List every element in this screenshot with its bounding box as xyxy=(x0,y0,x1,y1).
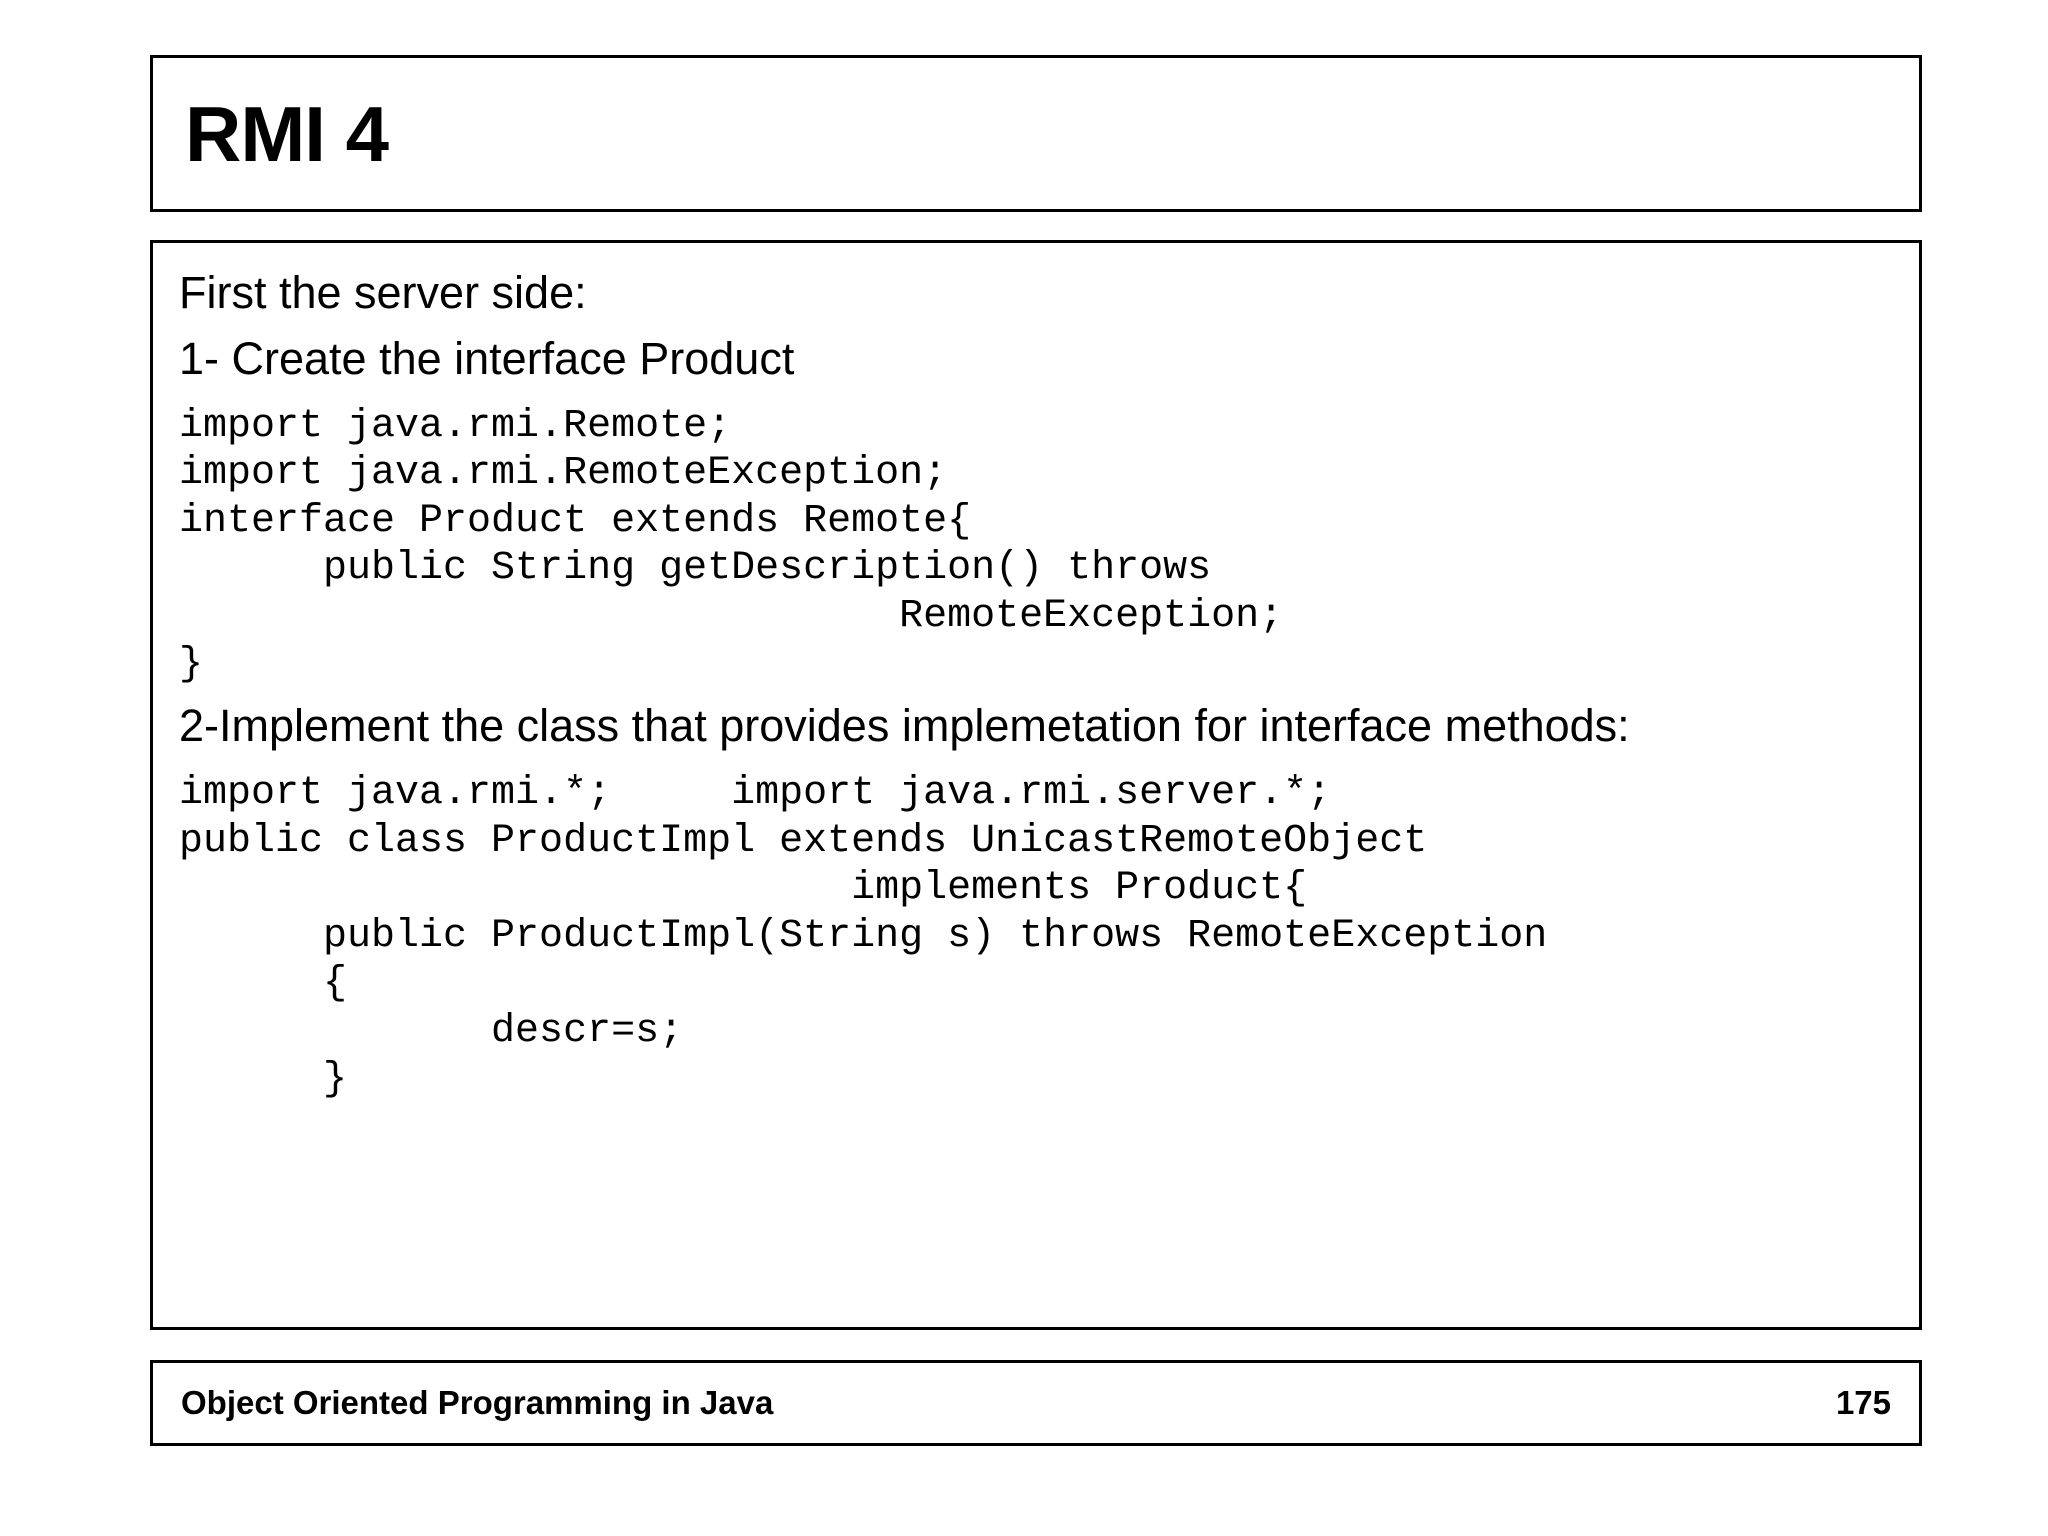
slide-title-box: RMI 4 xyxy=(150,55,1922,212)
step-2-heading: 2-Implement the class that provides impl… xyxy=(179,700,1630,752)
code-line-constructor-signature: public ProductImpl(String s) throws Remo… xyxy=(179,913,1548,959)
footer-course-title: Object Oriented Programming in Java xyxy=(181,1384,774,1421)
code-line-interface-close-brace: } xyxy=(179,641,204,687)
code-line-import-remote: import java.rmi.Remote; xyxy=(179,403,732,449)
code-line-import-remoteexception: import java.rmi.RemoteException; xyxy=(179,451,948,497)
code-line-class-productimpl: public class ProductImpl extends Unicast… xyxy=(179,818,1428,864)
code-line-remoteexception-cont: RemoteException; xyxy=(179,593,1284,639)
spacer xyxy=(179,688,1893,698)
slide-footer-box: Object Oriented Programming in Java 175 xyxy=(150,1360,1922,1446)
code-line-getdescription: public String getDescription() throws xyxy=(179,546,1212,592)
code-line-constructor-close-brace: } xyxy=(179,1056,348,1102)
page-title: RMI 4 xyxy=(185,89,389,178)
code-line-descr-assign: descr=s; xyxy=(179,1008,684,1054)
code-line-implements-product: implements Product{ xyxy=(179,866,1308,912)
code-line-constructor-open-brace: { xyxy=(179,961,348,1007)
footer-page-number: 175 xyxy=(1835,1384,1891,1421)
code-line-interface-product: interface Product extends Remote{ xyxy=(179,498,972,544)
step-1-heading: 1- Create the interface Product xyxy=(179,332,795,384)
slide-content-box: First the server side: 1- Create the int… xyxy=(150,240,1922,1330)
code-line-imports-rmi: import java.rmi.*; import java.rmi.serve… xyxy=(179,770,1332,816)
intro-line: First the server side: xyxy=(179,267,587,318)
